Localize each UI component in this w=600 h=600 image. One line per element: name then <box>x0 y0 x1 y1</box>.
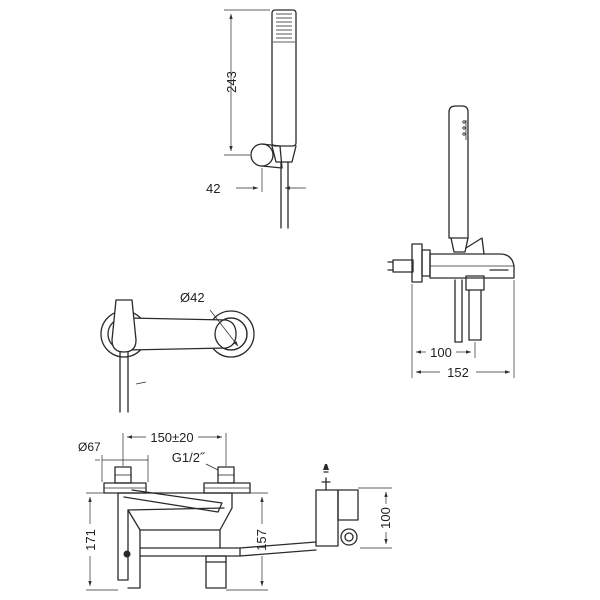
plan-handle <box>111 299 137 353</box>
dim-100-side-label: 100 <box>430 345 452 360</box>
side-mixer-body <box>429 253 515 279</box>
dim-o67-label: Ø67 <box>78 440 101 454</box>
holder-arm <box>261 143 283 169</box>
spray-face <box>273 13 295 43</box>
dim-152-label: 152 <box>447 365 469 380</box>
holder-disc <box>250 143 274 167</box>
plan-view: Ø42 <box>100 290 255 413</box>
side-hose-connector <box>465 275 485 291</box>
hand-shower-body <box>271 9 297 147</box>
side-holder <box>392 259 414 273</box>
side-diverter <box>465 237 485 255</box>
spout-top <box>139 547 241 557</box>
front-wall-holder <box>315 489 339 547</box>
front-holder-ring-inner <box>344 532 354 542</box>
side-spray-face <box>462 120 467 140</box>
front-holder-plate <box>337 489 359 521</box>
thread-label: G1/2˝ <box>172 450 206 465</box>
front-holder-pin-top <box>323 464 329 470</box>
front-hose-b <box>239 549 317 557</box>
front-view: Ø67 150±20 G1/2˝ 171 157 100 <box>78 430 393 591</box>
dim-157-label: 157 <box>254 529 269 551</box>
front-holder-pin <box>321 471 331 491</box>
front-hose-a <box>239 541 317 549</box>
dim-100-front-label: 100 <box>378 507 393 529</box>
front-body-lower <box>127 529 141 589</box>
plan-body <box>127 317 237 351</box>
wall-plate-inner <box>421 249 431 277</box>
dim-o42-label: Ø42 <box>180 290 205 305</box>
dim-42-label: 42 <box>206 181 220 196</box>
side-view: 100 152 <box>387 105 515 380</box>
front-body-edge <box>127 507 225 511</box>
front-body <box>117 492 233 581</box>
spout-outlet <box>205 555 227 589</box>
side-hand-shower <box>448 105 469 239</box>
front-holder-ring <box>340 528 358 546</box>
dim-150-label: 150±20 <box>150 430 193 445</box>
dim-243-label: 243 <box>224 71 239 93</box>
dim-171-label: 171 <box>83 529 98 551</box>
right-escutcheon-inner-over <box>214 317 248 351</box>
hand-shower-neck <box>271 145 297 163</box>
temperature-dot <box>123 550 131 558</box>
side-neck <box>450 237 469 253</box>
front-lever <box>123 489 223 513</box>
hand-shower-view: 243 42 <box>206 9 306 229</box>
